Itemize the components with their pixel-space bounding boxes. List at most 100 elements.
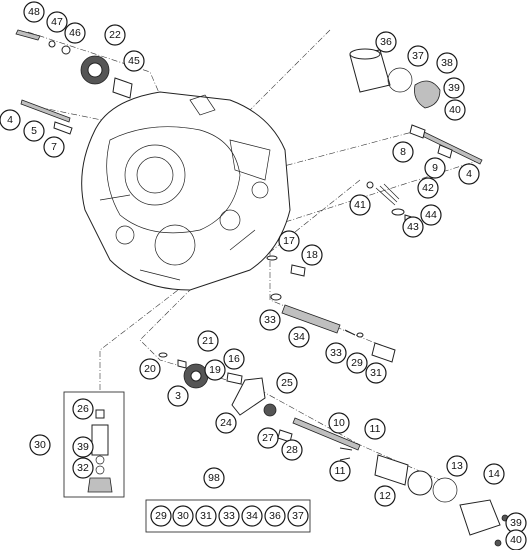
callout-number: 31 [370, 367, 382, 379]
callout-27: 27 [257, 427, 279, 449]
callout-circle [483, 463, 505, 485]
callout-circle [223, 348, 245, 370]
callout-41: 41 [349, 194, 371, 216]
callout-45: 45 [123, 50, 145, 72]
right-bolt [409, 124, 483, 165]
callout-47: 47 [46, 11, 68, 33]
callout-circle [104, 24, 126, 46]
callout-circle [46, 11, 68, 33]
callout-number: 32 [77, 462, 89, 474]
callout-number: 25 [281, 377, 293, 389]
callout-number: 45 [128, 55, 140, 67]
callout-11: 11 [364, 418, 386, 440]
callout-number: 4 [466, 168, 472, 180]
valve-kit-box [63, 391, 125, 498]
kit-callout-30: 30 [172, 505, 194, 527]
callout-number: 19 [209, 364, 221, 376]
callout-9: 9 [424, 157, 446, 179]
callout-circle [325, 342, 347, 364]
left-bolt [20, 99, 73, 135]
callout-number: 33 [330, 347, 342, 359]
callout-circle [264, 505, 286, 527]
pump-cover-assembly [339, 447, 509, 547]
callout-46: 46 [64, 22, 86, 44]
callout-circle [172, 505, 194, 527]
callout-4: 4 [458, 163, 480, 185]
callout-number: 39 [510, 517, 522, 529]
callout-circle [417, 177, 439, 199]
callout-number: 29 [351, 357, 363, 369]
engine-case [81, 91, 291, 291]
callout-circle [197, 330, 219, 352]
kit-callout-33: 33 [218, 505, 240, 527]
callout-25: 25 [276, 372, 298, 394]
callout-number: 36 [269, 510, 281, 522]
callout-number: 40 [510, 534, 522, 546]
callout-number: 39 [77, 441, 89, 453]
callout-circle [407, 45, 429, 67]
callout-43: 43 [402, 216, 424, 238]
callout-number: 37 [412, 50, 424, 62]
callout-circle [195, 505, 217, 527]
callout-circle [349, 194, 371, 216]
callout-3: 3 [167, 385, 189, 407]
callout-37: 37 [407, 45, 429, 67]
callout-number: 98 [208, 472, 220, 484]
callout-number: 29 [155, 510, 167, 522]
callout-number: 20 [144, 363, 156, 375]
callout-21: 21 [197, 330, 219, 352]
callout-circle [259, 309, 281, 331]
callout-number: 44 [425, 209, 437, 221]
callout-30: 30 [29, 434, 51, 456]
callout-circle [446, 455, 468, 477]
callout-number: 8 [400, 146, 406, 158]
callout-number: 12 [379, 490, 391, 502]
callout-number: 11 [335, 465, 346, 477]
callout-number: 37 [292, 510, 304, 522]
callout-38: 38 [436, 52, 458, 74]
callout-number: 34 [246, 510, 258, 522]
callout-circle [288, 326, 310, 348]
callout-number: 10 [333, 417, 345, 429]
callout-number: 16 [228, 353, 240, 365]
idler-gear-assembly [15, 29, 133, 99]
callout-circle [139, 358, 161, 380]
callout-20: 20 [139, 358, 161, 380]
callout-circle [443, 77, 465, 99]
callout-36: 36 [375, 31, 397, 53]
callout-circle [64, 22, 86, 44]
callout-39: 39 [443, 77, 465, 99]
callout-number: 39 [448, 82, 460, 94]
callout-26: 26 [72, 398, 94, 420]
callout-number: 11 [370, 423, 381, 435]
callout-13: 13 [446, 455, 468, 477]
callout-number: 33 [264, 314, 276, 326]
oil-pump-shaft [270, 293, 396, 363]
callout-19: 19 [204, 359, 226, 381]
callout-number: 17 [283, 235, 295, 247]
callout-circle [458, 163, 480, 185]
callout-number: 42 [422, 182, 434, 194]
callout-34: 34 [288, 326, 310, 348]
callout-circle [505, 529, 527, 550]
callout-circle [257, 427, 279, 449]
callout-circle [402, 216, 424, 238]
callout-48: 48 [23, 1, 45, 23]
kit-callout-29: 29 [150, 505, 172, 527]
callout-circle [374, 485, 396, 507]
callout-4: 4 [0, 109, 21, 131]
callout-circle [23, 1, 45, 23]
callout-98: 98 [203, 467, 225, 489]
callout-14: 14 [483, 463, 505, 485]
callout-circle [365, 362, 387, 384]
callout-42: 42 [417, 177, 439, 199]
callout-7: 7 [43, 136, 65, 158]
callout-circle [23, 120, 45, 142]
callout-circle [204, 359, 226, 381]
callout-number: 7 [51, 141, 57, 153]
callout-number: 48 [28, 6, 40, 18]
callout-circle [123, 50, 145, 72]
callout-31: 31 [365, 362, 387, 384]
callout-circle [72, 457, 94, 479]
callout-number: 33 [223, 510, 235, 522]
